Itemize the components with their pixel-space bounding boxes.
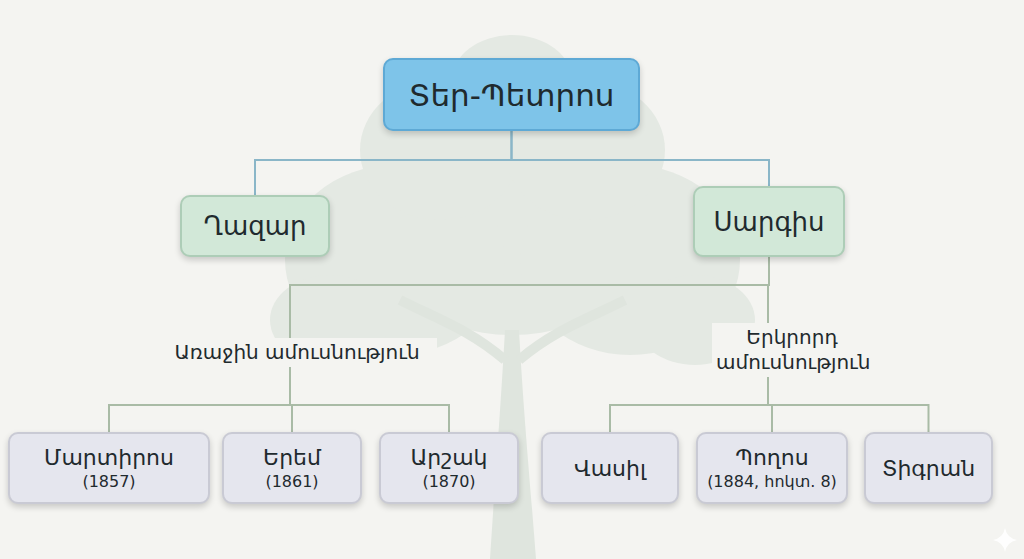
grandson-box: Վասիլ	[541, 432, 679, 504]
birth-date: (1870)	[422, 472, 475, 491]
grandson-box: Տիգրան	[864, 432, 993, 504]
family-connector	[512, 131, 770, 186]
sparkle-mark	[993, 528, 1017, 552]
grandson-box: Երեմ (1861)	[222, 432, 362, 504]
grandson-box: Մարտիրոս (1857)	[8, 432, 210, 504]
person-name: Արշակ	[410, 445, 487, 470]
person-name: Տիգրան	[882, 456, 975, 481]
birth-date: (1861)	[265, 472, 318, 491]
marriage-label: Առաջին ամուսնություն	[157, 338, 437, 367]
person-name: Վասիլ	[574, 456, 646, 481]
birth-date: (1857)	[82, 472, 135, 491]
person-name: Սարգիս	[714, 207, 825, 237]
marriage-label: Երկրորդ ամուսնություն	[712, 323, 872, 377]
son-box: Ղազար	[180, 195, 330, 257]
grandson-box: Պողոս (1884, հոկտ. 8)	[696, 432, 848, 504]
person-name: Ղազար	[203, 211, 306, 241]
birth-date: (1884, հոկտ. 8)	[707, 472, 837, 491]
root-person-box: Տեր-Պետրոս	[383, 58, 640, 131]
family-connector	[255, 131, 512, 195]
person-name: Մարտիրոս	[44, 445, 174, 470]
son-box: Սարգիս	[693, 186, 845, 257]
tree-foliage	[270, 35, 755, 365]
person-name: Տեր-Պետրոս	[409, 77, 615, 113]
family-connector	[109, 257, 769, 432]
person-name: Պողոս	[735, 445, 808, 470]
person-name: Երեմ	[263, 445, 321, 470]
grandson-box: Արշակ (1870)	[379, 432, 519, 504]
